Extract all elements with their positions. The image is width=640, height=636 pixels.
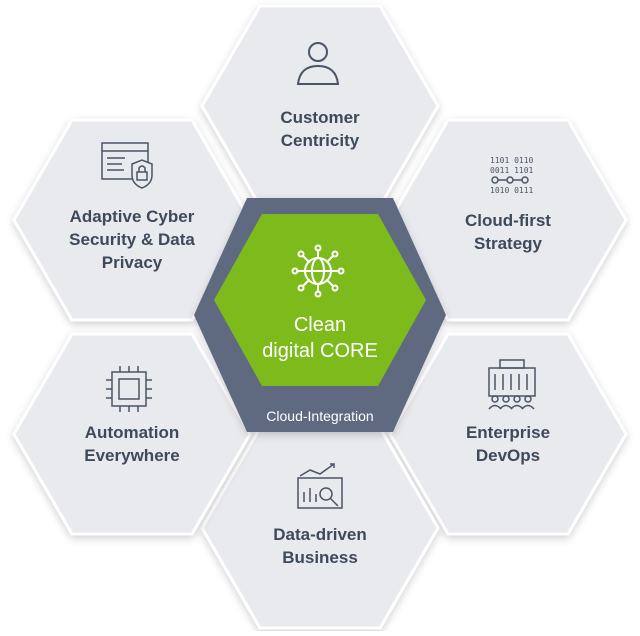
label-line: Data-driven xyxy=(273,525,367,544)
label-line: DevOps xyxy=(475,446,541,465)
label-customer-centricity: Customer Centricity xyxy=(240,106,400,152)
person-icon xyxy=(296,42,340,85)
cloud-integration-band: Cloud-Integration xyxy=(266,408,374,424)
core-hexagon xyxy=(214,214,426,386)
label-enterprise-devops: Enterprise DevOps xyxy=(428,421,588,467)
label-line: Customer xyxy=(280,108,360,127)
core-title-line2: digital CORE xyxy=(262,340,378,362)
label-line: Cloud-first xyxy=(465,211,551,230)
label-adaptive-cyber-security: Adaptive Cyber Security & Data Privacy xyxy=(42,205,222,274)
core-title: Clean digital CORE xyxy=(230,312,410,364)
label-line: Adaptive Cyber xyxy=(69,207,195,226)
hex-enterprise-devops xyxy=(388,332,628,536)
binary-circuit-icon: 1101 0110 0011 1101 1010 0111 xyxy=(490,156,534,195)
label-line: Automation xyxy=(84,423,180,442)
chip-icon xyxy=(106,366,152,412)
hex-security xyxy=(12,118,252,322)
svg-text:1010 0111: 1010 0111 xyxy=(490,186,534,195)
label-line: Strategy xyxy=(473,234,543,253)
label-line: Centricity xyxy=(280,131,360,150)
label-cloud-first-strategy: Cloud-first Strategy xyxy=(428,209,588,255)
analytics-chart-icon xyxy=(297,463,343,509)
secure-window-icon xyxy=(101,142,153,189)
label-line: Everywhere xyxy=(84,446,180,465)
label-automation-everywhere: Automation Everywhere xyxy=(52,421,212,467)
svg-text:1101 0110: 1101 0110 xyxy=(490,156,534,165)
building-team-icon xyxy=(488,359,536,410)
label-line: Security & Data xyxy=(69,230,195,249)
label-line: Business xyxy=(282,548,358,567)
svg-text:0011 1101: 0011 1101 xyxy=(490,166,534,175)
label-line: Privacy xyxy=(101,253,163,272)
label-data-driven-business: Data-driven Business xyxy=(240,523,400,569)
hex-automation xyxy=(12,332,252,536)
globe-network-icon xyxy=(291,244,345,298)
core-title-line1: Clean xyxy=(293,314,347,336)
label-line: Enterprise xyxy=(465,423,551,442)
